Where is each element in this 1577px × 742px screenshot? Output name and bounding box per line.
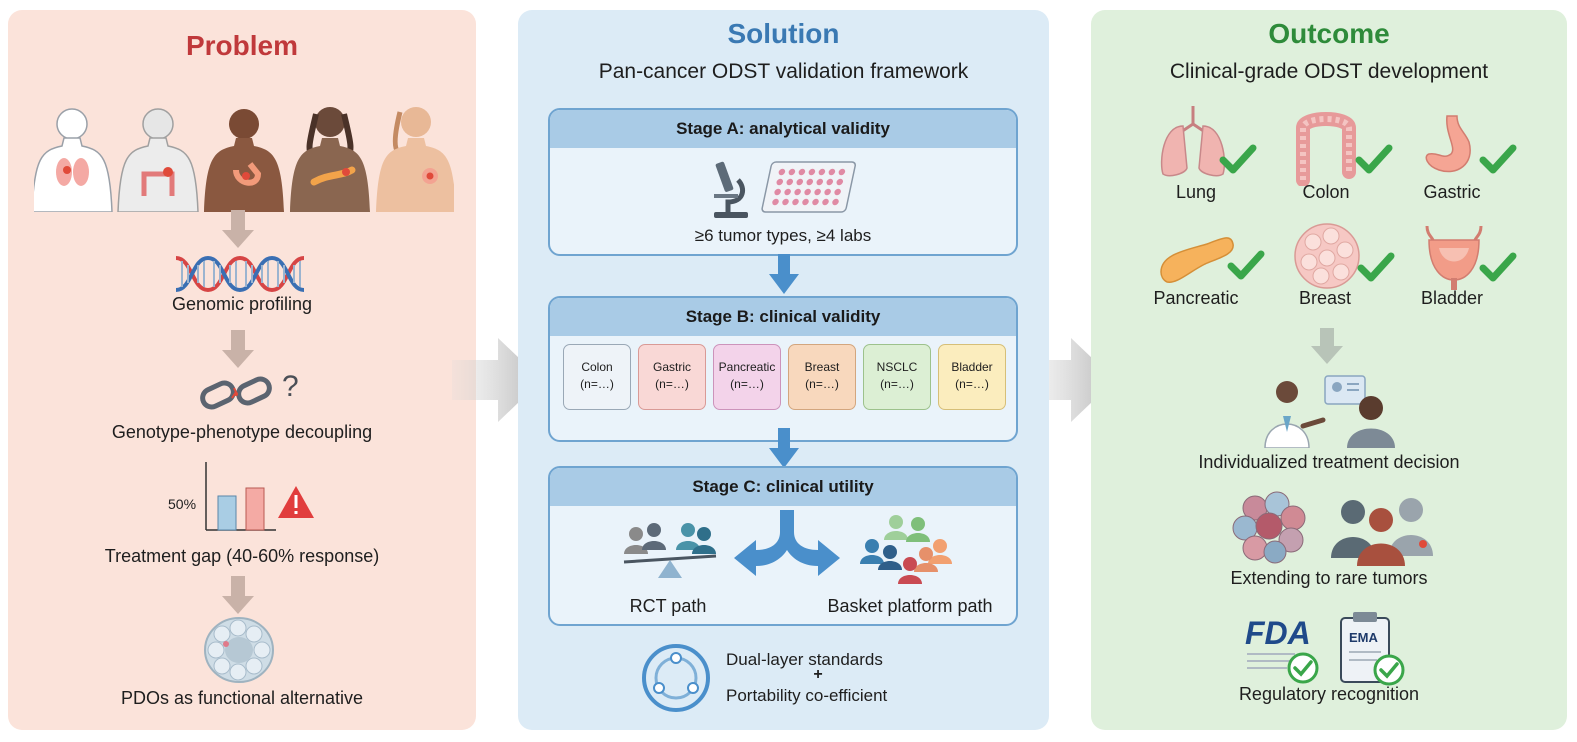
- down-arrow-icon: [222, 330, 254, 368]
- standards-line2: Portability co-efficient: [726, 686, 888, 705]
- tumor-name: Colon: [581, 360, 613, 374]
- outcome-title: Outcome: [1268, 18, 1390, 49]
- stage-c-title: Stage C: clinical utility: [550, 468, 1016, 506]
- microscope-icon: [714, 161, 857, 218]
- ema-text: EMA: [1349, 630, 1379, 645]
- treatment-gap-label: Treatment gap (40-60% response): [104, 546, 380, 566]
- down-arrow-icon: [222, 576, 254, 614]
- tumor-box-gastric: Gastric (n=…): [638, 344, 706, 410]
- split-arrow-icon: [734, 510, 840, 576]
- organ-label: Bladder: [1420, 288, 1484, 308]
- treatment-gap-chart: [205, 462, 314, 531]
- outcome-panel: Outcome Clinical-grade ODST development …: [1091, 10, 1567, 730]
- organ-label: Gastric: [1423, 182, 1481, 202]
- question-mark: ?: [282, 370, 299, 403]
- tumor-name: NSCLC: [876, 360, 918, 374]
- decoupling-label: Genotype-phenotype decoupling: [111, 422, 373, 442]
- organ-label: Colon: [1302, 182, 1350, 202]
- organ-icon: [1160, 237, 1265, 283]
- balance-scale-icon: [623, 523, 717, 578]
- check-icon: [1357, 252, 1395, 282]
- tumor-box-colon: Colon (n=…): [563, 344, 631, 410]
- tumor-n: (n=…): [955, 377, 989, 391]
- rare-tumors-label: Extending to rare tumors: [1230, 568, 1428, 588]
- tumor-box-nsclc: NSCLC (n=…): [863, 344, 931, 410]
- people-group-icon: [1331, 498, 1433, 566]
- body-silhouette-icon: [34, 107, 454, 212]
- cycle-icon: [642, 644, 710, 712]
- check-icon: [1479, 144, 1517, 174]
- tumor-box-breast: Breast (n=…): [788, 344, 856, 410]
- ema-clipboard-icon: EMA: [1340, 612, 1405, 686]
- problem-panel: Problem: [8, 10, 476, 730]
- broken-link-icon: [200, 376, 272, 410]
- problem-title: Problem: [185, 30, 299, 61]
- down-arrow-icon: [769, 428, 799, 468]
- fda-text: FDA: [1245, 615, 1311, 651]
- stage-b-box: Stage B: clinical validity Colon (n=…) G…: [548, 296, 1018, 442]
- organ-icon: [1425, 115, 1517, 174]
- people-group-icon: [624, 523, 716, 554]
- regulatory-label: Regulatory recognition: [1238, 684, 1420, 704]
- solution-title: Solution: [727, 18, 840, 49]
- standards-line1: Dual-layer standards: [726, 650, 883, 669]
- organ-icon: [1425, 225, 1517, 290]
- tumor-n: (n=…): [655, 377, 689, 391]
- standards-plus: +: [813, 666, 823, 683]
- tumor-name: Breast: [804, 360, 840, 374]
- tumor-n: (n=…): [805, 377, 839, 391]
- tumor-name: Bladder: [951, 360, 993, 374]
- check-icon: [1293, 660, 1313, 677]
- organ-icon: [1294, 223, 1395, 289]
- genomic-profiling-label: Genomic profiling: [171, 294, 313, 314]
- tumor-name: Gastric: [652, 360, 691, 374]
- organ-label: Pancreatic: [1153, 288, 1239, 308]
- people-group-icon: [860, 515, 952, 584]
- dna-helix-icon: [176, 255, 305, 293]
- fda-logo-icon: FDA: [1245, 615, 1319, 684]
- tumor-n: (n=…): [880, 377, 914, 391]
- organoid-icon: [204, 617, 274, 683]
- tumor-cluster-icon: [1232, 491, 1306, 564]
- tumor-box-pancreatic: Pancreatic (n=…): [713, 344, 781, 410]
- basket-path-label: Basket platform path: [827, 596, 993, 616]
- warning-icon: [278, 486, 314, 518]
- stage-a-title: Stage A: analytical validity: [550, 110, 1016, 148]
- tumor-n: (n=…): [730, 377, 764, 391]
- check-icon: [1227, 250, 1265, 280]
- doctor-patient-icon: [1264, 375, 1395, 448]
- check-icon: [1479, 252, 1517, 282]
- solution-subtitle: Pan-cancer ODST validation framework: [598, 60, 969, 83]
- pdo-label: PDOs as functional alternative: [120, 688, 364, 708]
- outcome-subtitle: Clinical-grade ODST development: [1169, 60, 1489, 83]
- down-arrow-icon: [1311, 328, 1343, 364]
- organ-label: Breast: [1298, 288, 1352, 308]
- check-icon: [1379, 662, 1399, 679]
- solution-panel: Solution Pan-cancer ODST validation fram…: [518, 10, 1049, 730]
- tumor-n: (n=…): [580, 377, 614, 391]
- organ-icon: [1296, 112, 1393, 186]
- check-icon: [1355, 144, 1393, 174]
- down-arrow-icon: [769, 254, 799, 294]
- rct-path-label: RCT path: [629, 596, 707, 616]
- stage-b-title: Stage B: clinical validity: [550, 298, 1016, 336]
- check-icon: [1219, 144, 1257, 174]
- organ-label: Lung: [1175, 182, 1217, 202]
- chart-50-label: 50%: [168, 496, 197, 512]
- decision-label: Individualized treatment decision: [1198, 452, 1460, 472]
- stage-a-box: Stage A: analytical validity ≥6 tumor ty…: [548, 108, 1018, 256]
- well-plate-icon: [761, 161, 857, 213]
- down-arrow-icon: [222, 210, 254, 248]
- stage-c-box: Stage C: clinical utility RCT p: [548, 466, 1018, 626]
- tumor-name: Pancreatic: [718, 360, 776, 374]
- tumor-box-bladder: Bladder (n=…): [938, 344, 1006, 410]
- stage-a-caption: ≥6 tumor types, ≥4 labs: [694, 226, 872, 245]
- organ-icon: [1160, 106, 1257, 177]
